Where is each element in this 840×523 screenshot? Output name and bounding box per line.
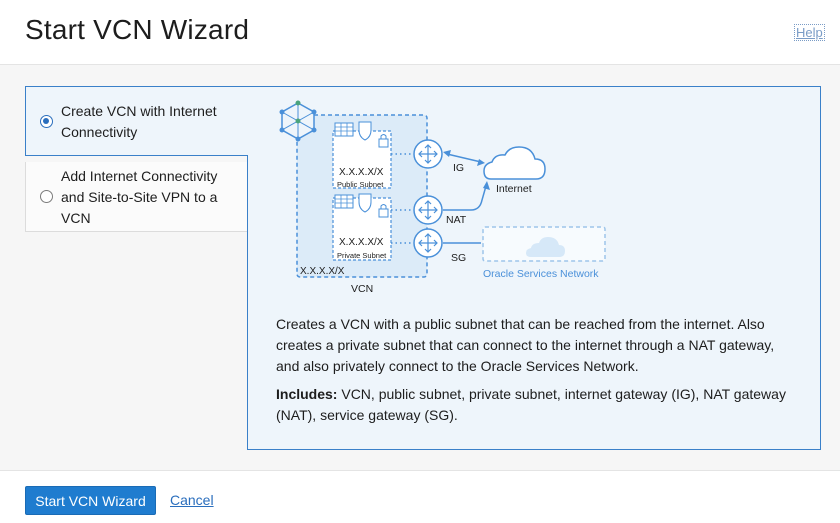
public-shield-icon xyxy=(358,121,372,141)
radio-unselected-icon[interactable] xyxy=(40,190,53,203)
service-gateway-icon xyxy=(413,228,443,258)
private-security-list-icon xyxy=(334,194,354,209)
option-includes: Includes: VCN, public subnet, private su… xyxy=(276,384,796,426)
help-link[interactable]: Help xyxy=(794,24,825,41)
option-create-vcn-internet[interactable]: Create VCN with Internet Connectivity xyxy=(25,86,248,156)
sg-label: SG xyxy=(451,252,466,264)
nat-gateway-icon xyxy=(413,195,443,225)
ig-internet-arrow xyxy=(443,150,485,166)
internet-cloud-icon xyxy=(483,146,546,180)
public-security-list-icon xyxy=(334,122,354,137)
radio-selected-icon[interactable] xyxy=(40,115,53,128)
start-vcn-wizard-button[interactable]: Start VCN Wizard xyxy=(25,486,156,515)
internet-gateway-icon xyxy=(413,139,443,169)
public-cidr-text: X.X.X.X/X xyxy=(339,167,384,178)
cancel-link[interactable]: Cancel xyxy=(170,492,214,508)
panel-connector xyxy=(247,87,249,155)
osn-cloud-icon xyxy=(526,237,565,257)
nat-label: NAT xyxy=(446,214,467,226)
private-lock-icon xyxy=(378,204,389,218)
option-add-internet-vpn[interactable]: Add Internet Connectivity and Site-to-Si… xyxy=(25,162,248,232)
vcn-cidr-text: X.X.X.X/X xyxy=(300,266,345,277)
internet-label: Internet xyxy=(496,183,532,195)
public-lock-icon xyxy=(378,134,389,148)
vcn-architecture-diagram: X.X.X.X/X Public Subnet X.X.X.X/X Privat… xyxy=(279,100,606,295)
dialog-title: Start VCN Wizard xyxy=(25,14,250,45)
nat-internet-arrow xyxy=(443,181,490,211)
vcn-label-text: VCN xyxy=(351,283,373,295)
private-shield-icon xyxy=(358,193,372,213)
includes-label: Includes: xyxy=(276,386,338,402)
private-cidr-text: X.X.X.X/X xyxy=(339,237,384,248)
ig-label: IG xyxy=(453,162,464,174)
vcn-hexagon-icon xyxy=(279,100,317,142)
option-label: Add Internet Connectivity and Site-to-Si… xyxy=(61,168,218,226)
public-subnet-text: Public Subnet xyxy=(337,180,384,189)
dialog-header: Start VCN Wizard Help xyxy=(0,0,840,65)
private-subnet-text: Private Subnet xyxy=(337,251,387,260)
option-description: Creates a VCN with a public subnet that … xyxy=(276,316,775,374)
option-label: Create VCN with Internet Connectivity xyxy=(61,103,217,140)
osn-label: Oracle Services Network xyxy=(483,268,599,280)
public-subnet-box xyxy=(332,130,392,189)
includes-text: VCN, public subnet, private subnet, inte… xyxy=(276,386,786,423)
